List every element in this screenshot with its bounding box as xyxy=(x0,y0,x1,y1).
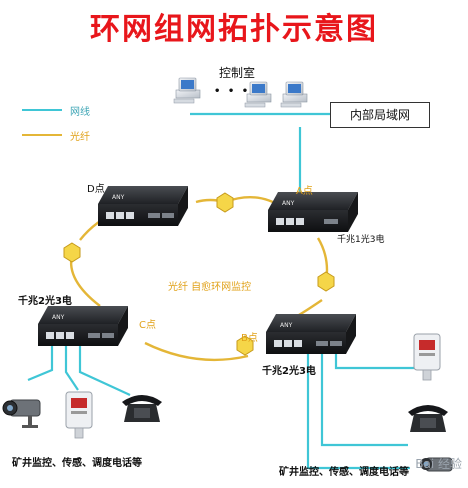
pc-ellipsis: • • • xyxy=(214,86,251,97)
svg-text:ANY: ANY xyxy=(52,314,65,321)
node-a-label: A点 xyxy=(296,186,313,197)
cctv-camera-icon-right xyxy=(420,457,453,472)
telephone-icon-right xyxy=(408,405,448,432)
sensor-device-icon xyxy=(65,391,93,439)
legend-fiber-label: 光纤 xyxy=(70,132,90,143)
bottom-left-caption: 矿井监控、传感、调度电话等 xyxy=(12,458,142,469)
switch-device-d: ANY xyxy=(98,186,188,226)
fiber-joint xyxy=(63,242,81,263)
port-label-a: 千兆1光3电 xyxy=(337,235,385,245)
legend-network-label: 网线 xyxy=(70,107,90,118)
port-label-c: 千兆2光3电 xyxy=(18,296,72,307)
pc-icon xyxy=(244,81,272,108)
port-label-b: 千兆2光3电 xyxy=(262,366,316,377)
control-room-label: 控制室 xyxy=(219,66,256,80)
legend-network-swatch xyxy=(22,109,62,111)
svg-text:ANY: ANY xyxy=(282,200,295,207)
pc-icon xyxy=(280,81,308,108)
node-d-label: D点 xyxy=(87,184,105,195)
ring-center-label: 光纤 自愈环网监控 xyxy=(168,282,252,293)
pc-icon xyxy=(173,77,201,104)
legend-fiber-swatch xyxy=(22,134,62,136)
cctv-camera-icon xyxy=(2,399,41,428)
fiber-joint xyxy=(317,271,335,292)
network-lines xyxy=(27,112,415,470)
bottom-right-caption: 矿井监控、传感、调度电话等 xyxy=(279,467,409,478)
node-c-label: C点 xyxy=(139,320,156,331)
switch-device-b: ANY xyxy=(266,314,356,354)
fiber-joint xyxy=(236,335,254,356)
control-room-pcs xyxy=(173,77,308,108)
telephone-icon xyxy=(122,395,162,422)
watermark: Bai 经验 xyxy=(415,457,462,471)
fiber-joint xyxy=(216,192,234,213)
switch-device-c: ANY xyxy=(38,306,128,346)
switch-device-a: ANY xyxy=(268,192,358,232)
lan-box: 内部局域网 xyxy=(330,102,430,128)
fiber-joints xyxy=(63,192,335,356)
svg-text:ANY: ANY xyxy=(280,322,293,329)
sensor-device-icon-right xyxy=(413,333,441,381)
node-b-label: B点 xyxy=(241,333,258,344)
svg-text:ANY: ANY xyxy=(112,194,125,201)
page-title: 环网组网拓扑示意图 xyxy=(90,12,378,47)
